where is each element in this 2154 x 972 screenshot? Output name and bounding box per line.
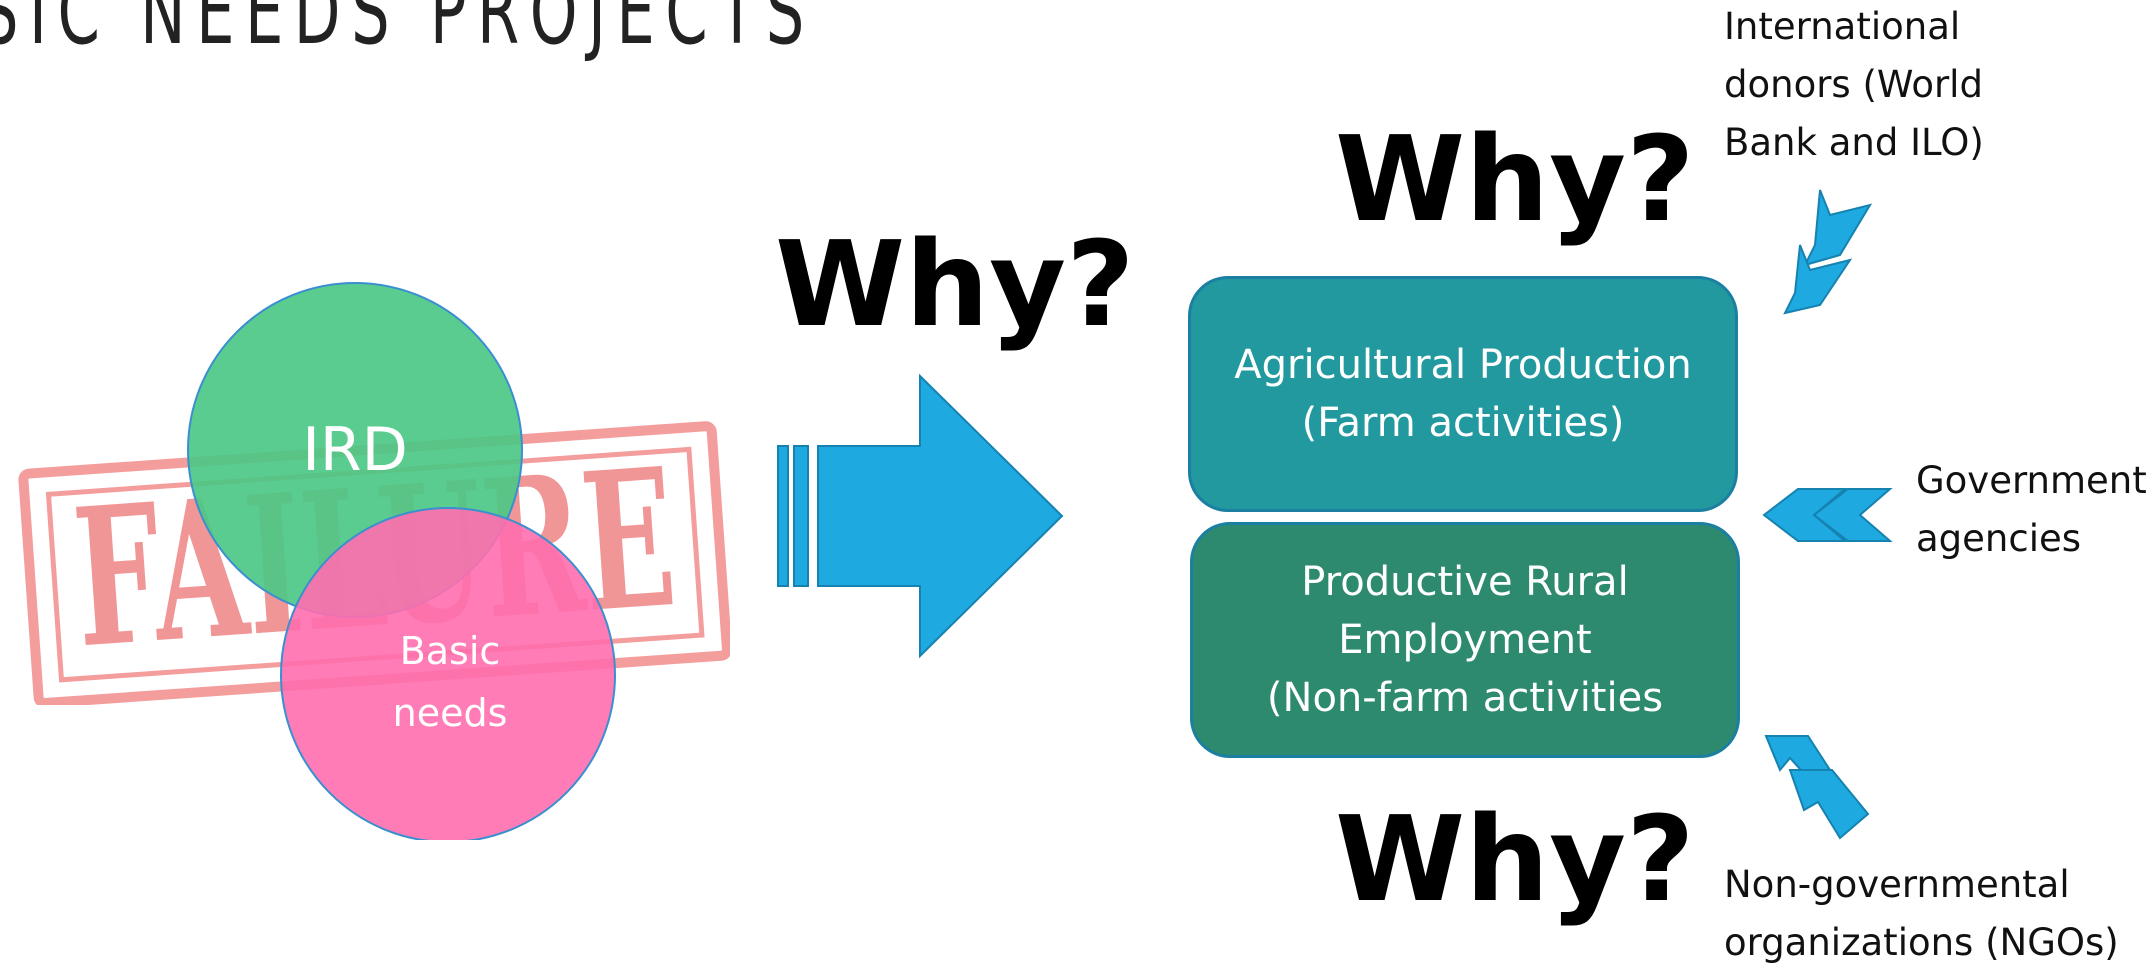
basic-needs-circle [280,507,616,840]
chevron-arrow-down-left-icon [1783,189,1873,315]
ird-label: IRD [302,415,408,485]
productive-rural-employment-box: Productive Rural Employment (Non-farm ac… [1190,522,1740,758]
page-title: SIC NEEDS PROJECTS [0,0,815,65]
basic-needs-label: Basic needs [392,629,508,735]
international-donors-label: International donors (World Bank and ILO… [1724,5,1984,164]
why-label-bottom: Why? [1335,790,1695,928]
big-right-arrow-icon [777,373,1064,659]
agricultural-production-box: Agricultural Production (Farm activities… [1188,276,1738,512]
chevron-arrow-left-icon [1762,488,1893,542]
government-agencies-label: Government agencies [1916,459,2147,560]
why-label-top: Why? [1335,110,1695,248]
chevron-arrow-up-left-icon [1764,735,1870,840]
venn-circles [187,282,616,840]
why-label-left: Why? [775,215,1135,353]
ngo-label: Non-governmental organizations (NGOs) [1724,863,2119,964]
